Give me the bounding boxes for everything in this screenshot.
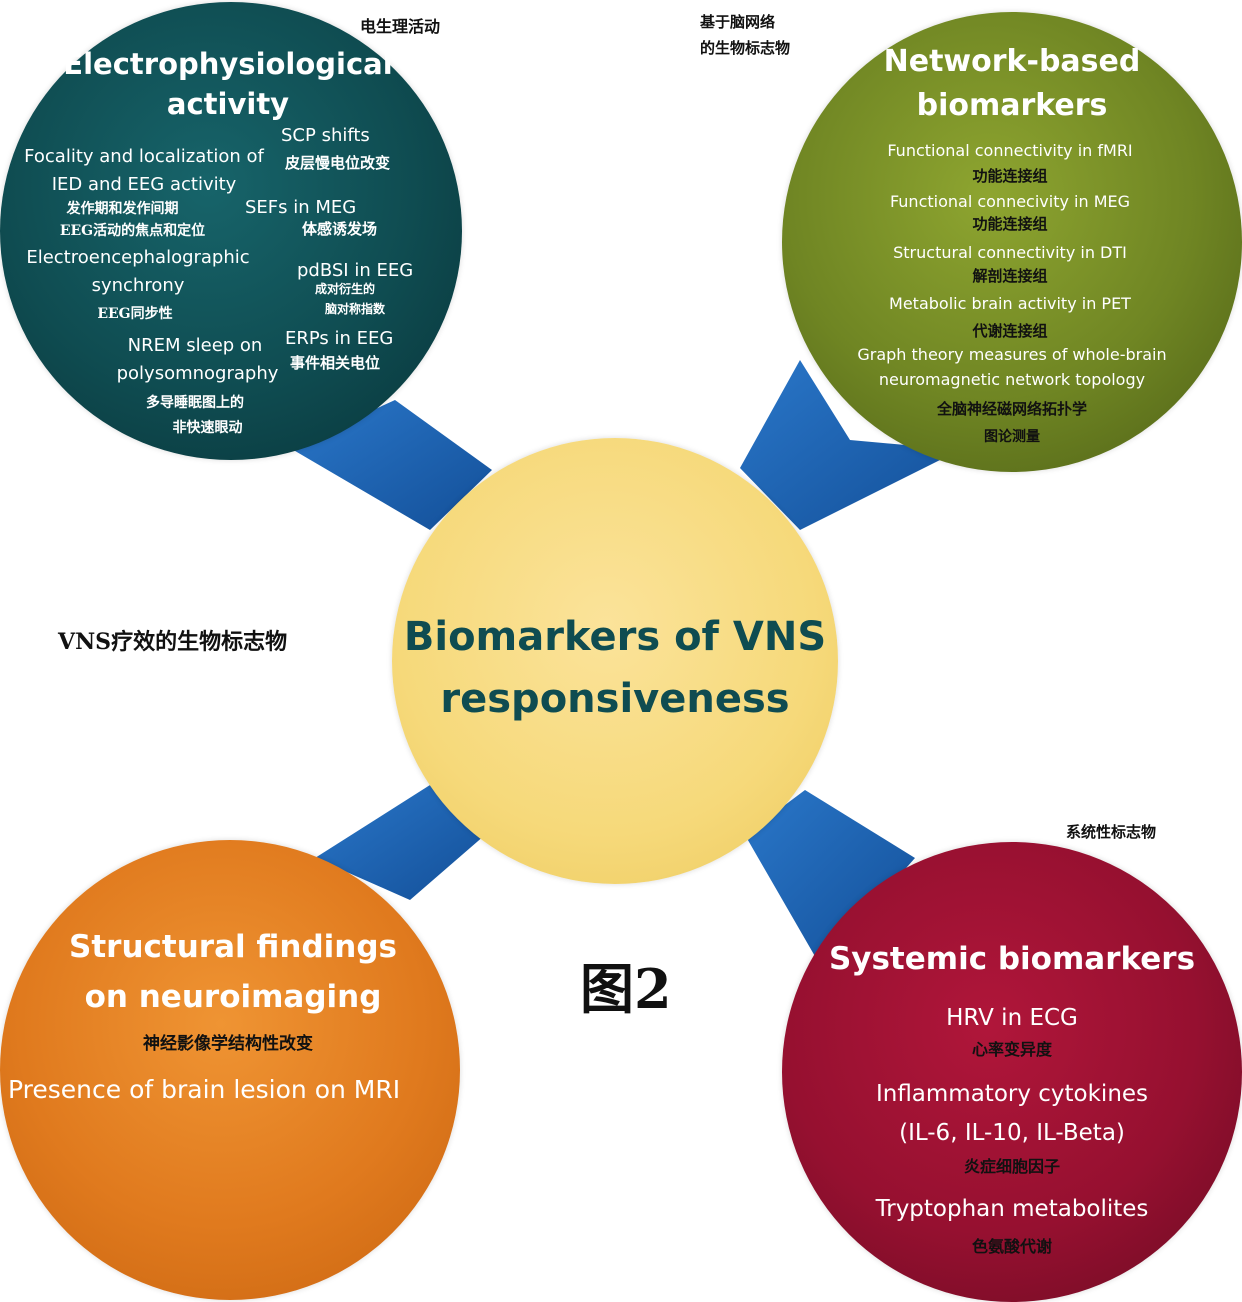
network-title: Network-based biomarkers — [842, 40, 1182, 128]
network-item-fmri: Functional connectivity in fMRI — [887, 141, 1133, 160]
systemic-title: Systemic biomarkers — [828, 941, 1196, 977]
network-item-pet: Metabolic brain activity in PET — [889, 294, 1131, 313]
network-circle — [782, 12, 1242, 472]
network-item-meg-zh: 功能连接组 — [972, 215, 1048, 233]
electrophysiological-title: Electrophysiological activity — [58, 44, 398, 124]
item-pdbsi: pdBSI in EEG — [297, 260, 414, 281]
figure-label: 图2 — [580, 957, 672, 1021]
network-item-dti-zh: 解剖连接组 — [972, 267, 1048, 285]
item-pdbsi-zh1: 成对衍生的 — [315, 282, 376, 296]
systemic-item-tryptophan-zh: 色氨酸代谢 — [971, 1237, 1052, 1256]
network-item-graph-zh1: 全脑神经磁网络拓扑学 — [936, 400, 1087, 418]
item-focality-line1: Focality and localization of — [24, 146, 264, 167]
electrophysiological-title-line2: activity — [166, 87, 290, 121]
item-nrem-line1: NREM sleep on — [127, 335, 263, 356]
structural-circle — [0, 840, 460, 1300]
network-title-line2: biomarkers — [916, 88, 1108, 123]
systemic-item-cytokines-zh: 炎症细胞因子 — [963, 1157, 1060, 1176]
structural-title-line1: Structural findings — [69, 929, 397, 965]
structural-item-lesion: Presence of brain lesion on MRI — [8, 1075, 401, 1104]
structural-zh-subtitle: 神经影像学结构性改变 — [143, 1034, 313, 1054]
item-erps: ERPs in EEG — [285, 328, 394, 349]
item-sefs-zh: 体感诱发场 — [302, 220, 378, 238]
center-title: Biomarkers of VNS responsiveness — [392, 606, 838, 730]
systemic-item-cytokines-line2: (IL-6, IL-10, IL-Beta) — [899, 1120, 1125, 1146]
electrophysiological-circle — [0, 2, 462, 460]
item-synchrony-zh: EEG同步性 — [97, 306, 173, 322]
systemic-zh-title: 系统性标志物 — [1066, 823, 1157, 841]
network-zh-title-line2: 的生物标志物 — [700, 39, 791, 57]
item-synchrony-line1: Electroencephalographic — [26, 247, 250, 268]
systemic-item-cytokines-line1: Inflammatory cytokines — [875, 1081, 1149, 1107]
network-item-graph-line2: neuromagnetic network topology — [878, 370, 1146, 389]
item-synchrony-line2: synchrony — [91, 275, 185, 296]
structural-title: Structural findings on neuroimaging — [38, 922, 428, 1022]
network-item-pet-zh: 代谢连接组 — [972, 322, 1048, 340]
item-nrem-line2: polysomnography — [116, 363, 279, 384]
systemic-circle — [782, 842, 1242, 1302]
item-nrem-zh1: 多导睡眠图上的 — [146, 395, 244, 411]
network-item-meg: Functional connecivity in MEG — [889, 192, 1131, 211]
connector-bottom-right — [745, 790, 915, 965]
network-item-dti: Structural connectivity in DTI — [893, 243, 1127, 262]
systemic-item-hrv-zh: 心率变异度 — [971, 1040, 1052, 1059]
connector-bottom-left — [315, 785, 485, 900]
center-title-line2: responsiveness — [440, 676, 790, 722]
item-focality-zh1: 发作期和发作间期 — [66, 201, 179, 217]
connector-top-right — [740, 360, 960, 530]
item-erps-zh: 事件相关电位 — [290, 354, 381, 372]
network-zh-title-line1: 基于脑网络 — [700, 13, 776, 31]
network-item-graph-zh2: 图论测量 — [984, 429, 1040, 445]
systemic-item-hrv: HRV in ECG — [946, 1005, 1078, 1031]
network-title-line1: Network-based — [883, 44, 1141, 79]
center-title-line1: Biomarkers of VNS — [403, 614, 827, 660]
network-item-fmri-zh: 功能连接组 — [972, 167, 1048, 185]
structural-title-line2: on neuroimaging — [84, 979, 382, 1015]
item-scp: SCP shifts — [281, 125, 370, 146]
systemic-item-tryptophan: Tryptophan metabolites — [875, 1196, 1149, 1222]
item-nrem-zh2: 非快速眼动 — [172, 420, 243, 436]
electrophysiological-zh-title: 电生理活动 — [360, 17, 441, 36]
item-sefs: SEFs in MEG — [245, 197, 357, 218]
electrophysiological-title-line1: Electrophysiological — [63, 47, 393, 81]
item-pdbsi-zh2: 脑对称指数 — [325, 302, 386, 316]
caption-left: VNS疗效的生物标志物 — [58, 629, 288, 655]
item-focality-zh2: EEG活动的焦点和定位 — [59, 223, 206, 239]
item-scp-zh: 皮层慢电位改变 — [285, 154, 391, 172]
center-circle — [392, 438, 838, 884]
network-item-graph-line1: Graph theory measures of whole-brain — [857, 345, 1167, 364]
item-focality-line2: IED and EEG activity — [51, 174, 237, 195]
